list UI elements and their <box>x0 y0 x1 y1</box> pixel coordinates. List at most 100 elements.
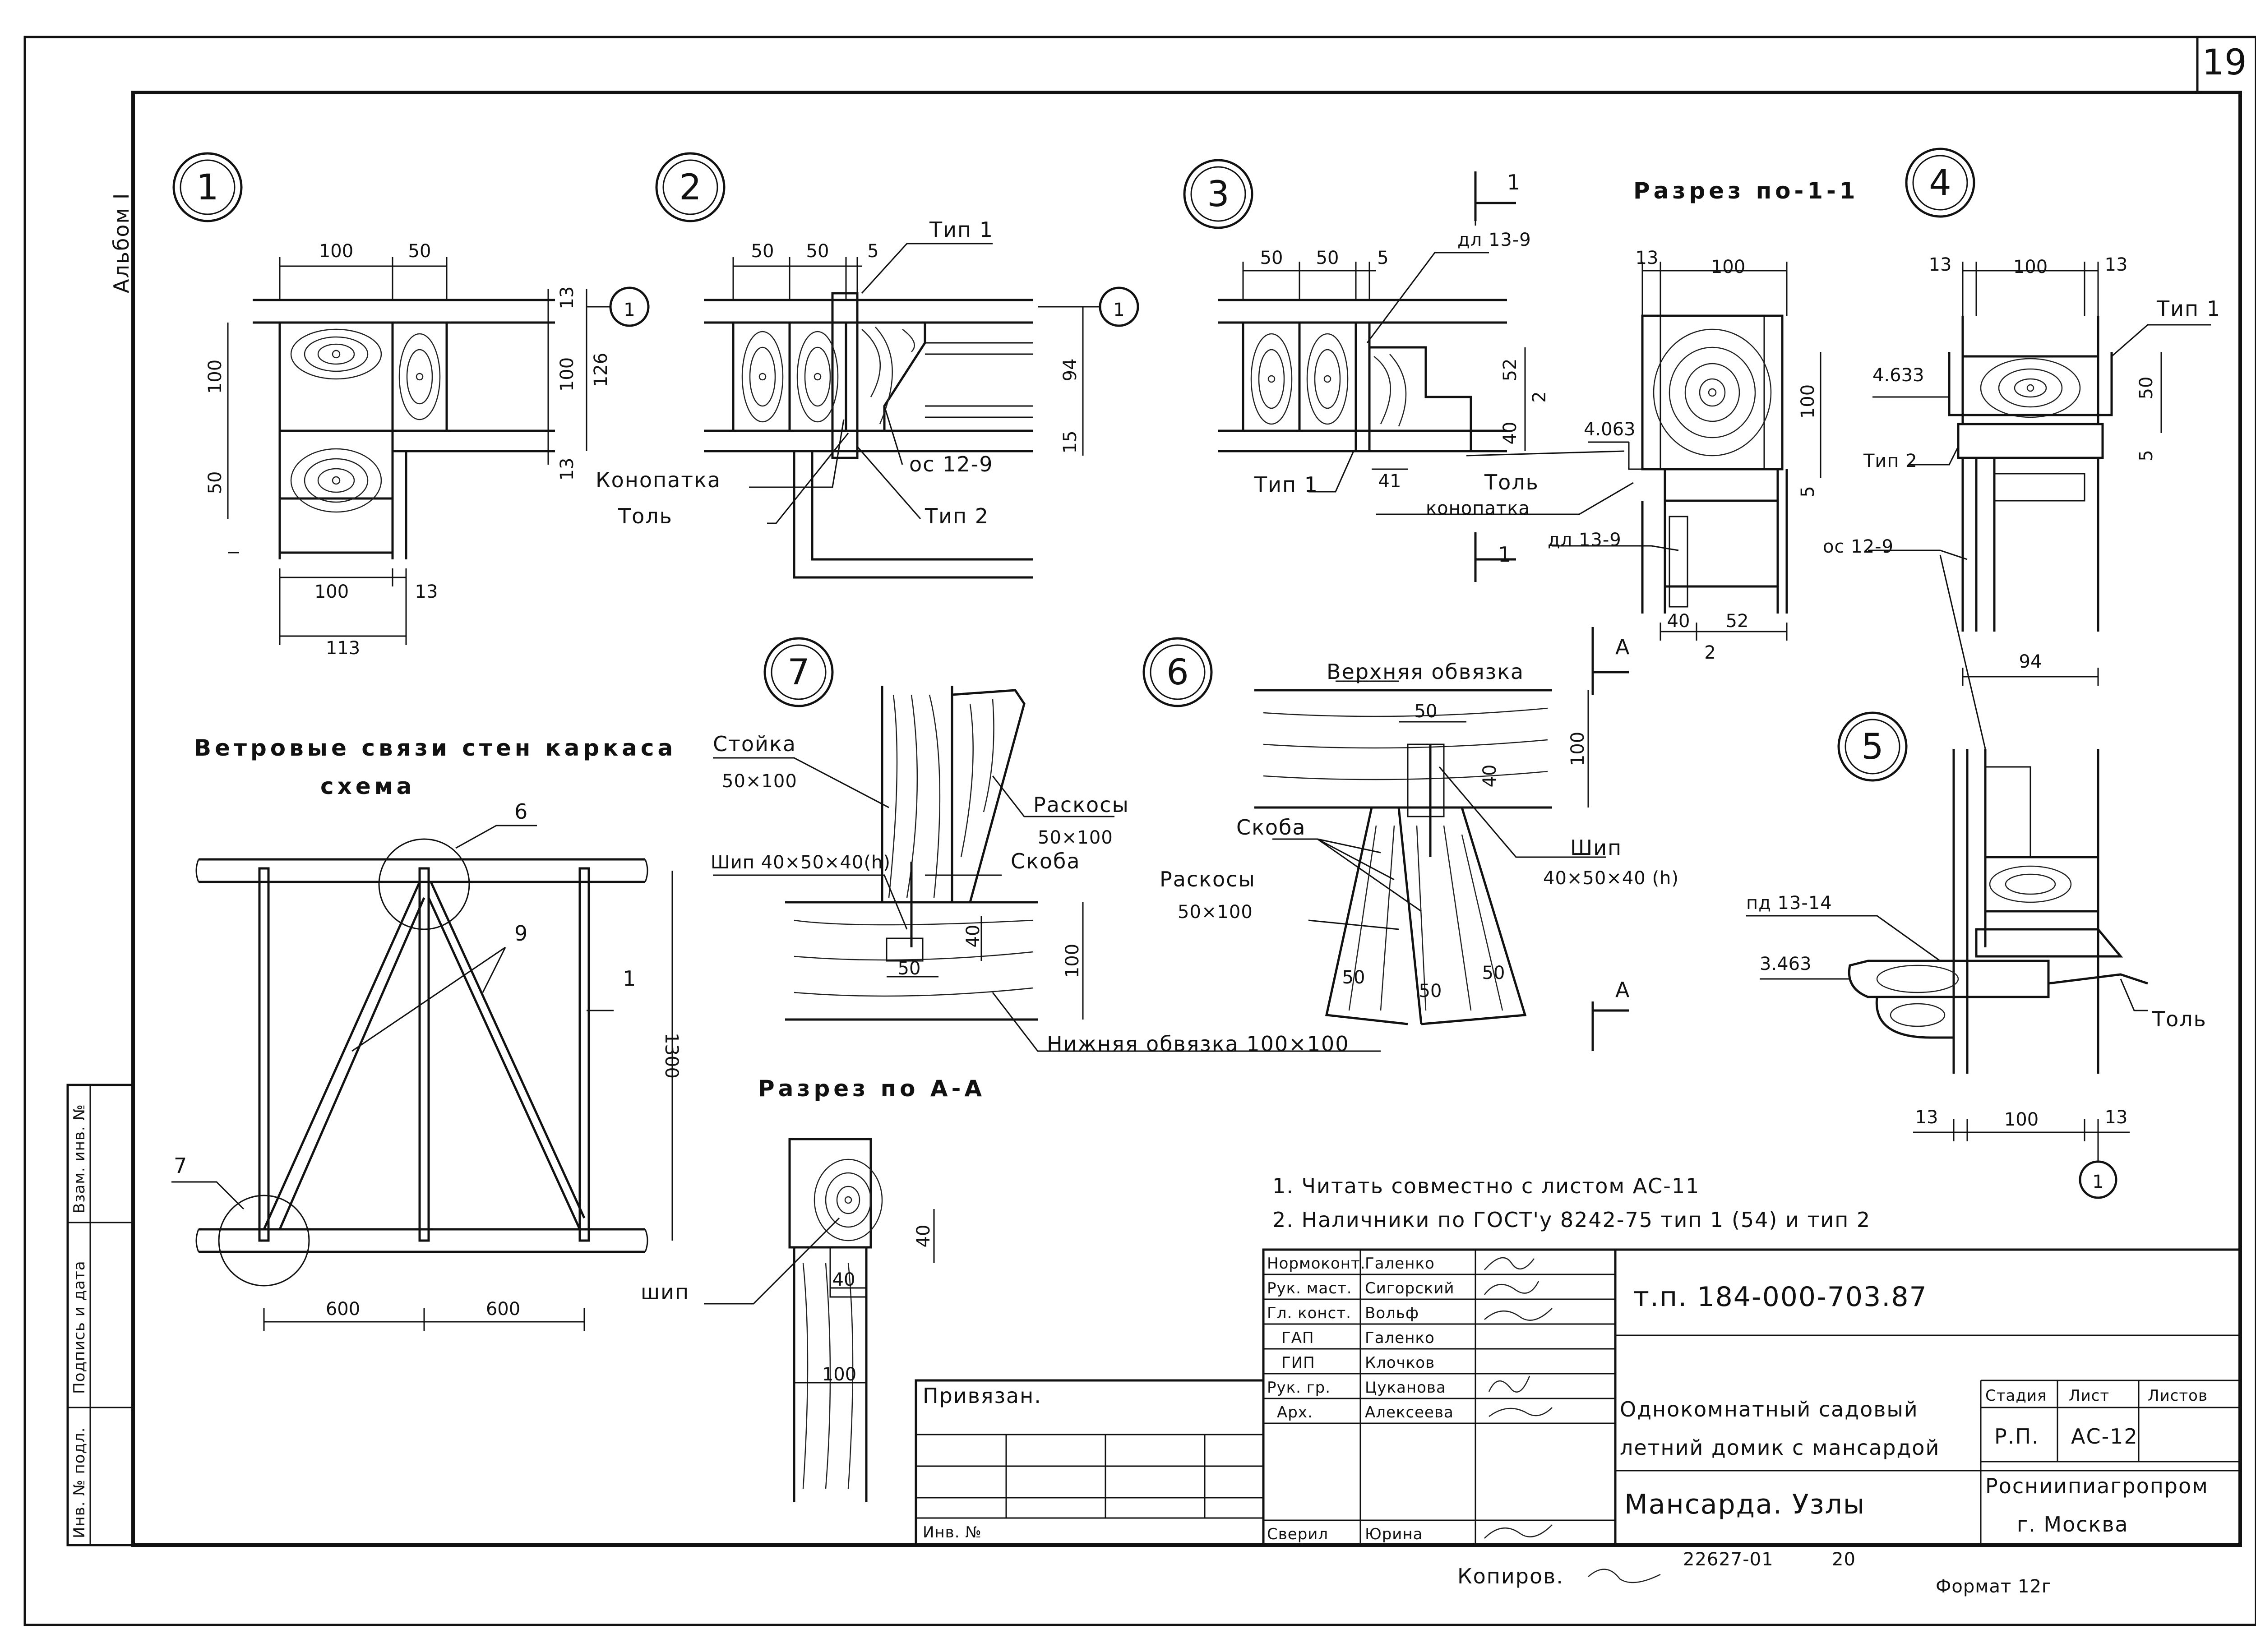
svg-text:Раскосы: Раскосы <box>1160 867 1256 891</box>
svg-text:Цуканова: Цуканова <box>1365 1379 1446 1397</box>
format-label: Формат 12г <box>1936 1576 2052 1597</box>
inv-no: Инв. № <box>923 1523 982 1541</box>
svg-text:Сверил: Сверил <box>1267 1525 1328 1543</box>
footer: Копиров. 22627-01 20 Формат 12г <box>1457 1549 2052 1597</box>
detail-5: 5 3.463 13 100 13 пд 13-14 Толь 1 <box>1746 711 2206 1199</box>
section-a-a-title: Разрез по А-А <box>758 1075 985 1102</box>
detail-1: 1 100 50 13 126 100 13 100 50 <box>172 152 650 659</box>
svg-text:50: 50 <box>1342 967 1365 988</box>
org-name: Росниипиагропром <box>1985 1474 2209 1498</box>
svg-text:50: 50 <box>2136 377 2157 400</box>
svg-text:Тип 1: Тип 1 <box>2156 296 2221 321</box>
detail-7: 7 40 100 50 Стойка 50×100 Раскосы 50×100… <box>711 637 1381 1056</box>
svg-text:5: 5 <box>2136 450 2157 461</box>
svg-text:5: 5 <box>1377 248 1388 268</box>
svg-text:40: 40 <box>913 1225 934 1248</box>
svg-text:ос 12-9: ос 12-9 <box>909 452 993 476</box>
svg-text:Тип 2: Тип 2 <box>1863 451 1918 471</box>
svg-text:Тип 1: Тип 1 <box>929 217 994 242</box>
svg-text:Алексеева: Алексеева <box>1365 1403 1454 1421</box>
svg-text:Сигорский: Сигорский <box>1365 1279 1455 1297</box>
svg-text:Листов: Листов <box>2148 1387 2208 1405</box>
svg-text:A: A <box>1615 635 1630 659</box>
svg-text:100: 100 <box>557 357 578 392</box>
svg-text:конопатка: конопатка <box>1426 498 1530 519</box>
detail-5-number: 5 <box>1861 727 1884 767</box>
svg-text:Подпись и дата: Подпись и дата <box>70 1260 88 1394</box>
svg-text:5: 5 <box>1798 486 1818 497</box>
svg-text:50: 50 <box>1482 963 1505 983</box>
svg-text:Галенко: Галенко <box>1365 1255 1435 1273</box>
svg-text:2: 2 <box>1704 642 1715 663</box>
svg-text:600: 600 <box>326 1299 360 1320</box>
svg-text:40: 40 <box>1667 611 1690 632</box>
svg-text:41: 41 <box>1378 471 1401 492</box>
svg-text:Тип 1: Тип 1 <box>1254 472 1318 497</box>
svg-text:100: 100 <box>314 581 349 602</box>
svg-text:Тип 2: Тип 2 <box>925 504 989 528</box>
svg-text:50: 50 <box>1415 701 1438 722</box>
detail-7-number: 7 <box>787 652 810 693</box>
svg-text:13: 13 <box>2105 1107 2128 1128</box>
sheet-title: Мансарда. Узлы <box>1624 1489 1865 1520</box>
detail-6-number: 6 <box>1166 652 1189 693</box>
svg-text:100: 100 <box>205 360 226 394</box>
svg-text:Скоба: Скоба <box>1236 815 1306 840</box>
svg-text:50: 50 <box>205 471 226 494</box>
svg-text:1: 1 <box>1507 170 1521 194</box>
wind-bracing-scheme: Ветровые связи стен каркаса схема 6 9 1 … <box>171 735 682 1331</box>
svg-text:Раскосы: Раскосы <box>1033 793 1129 817</box>
detail-4: 4 13 100 13 4.633 50 5 94 Тип 1 Тип 2 ос… <box>1823 148 2221 749</box>
copy-number: 22627-01 <box>1683 1549 1774 1570</box>
album-label: Альбом I <box>109 193 134 293</box>
detail-2-number: 2 <box>679 167 702 208</box>
detail-6: 6 Верхняя обвязка 50 100 40 50 50 50 A A… <box>1142 627 1679 1051</box>
svg-text:Р.П.: Р.П. <box>1994 1424 2039 1449</box>
svg-text:1: 1 <box>623 966 637 991</box>
svg-text:1: 1 <box>1498 542 1512 567</box>
svg-text:40: 40 <box>832 1269 855 1290</box>
svg-text:АС-12: АС-12 <box>2071 1424 2138 1449</box>
svg-text:100: 100 <box>2013 257 2048 277</box>
svg-text:50: 50 <box>898 958 921 979</box>
svg-text:Лист: Лист <box>2069 1387 2109 1405</box>
svg-text:1: 1 <box>1113 300 1124 320</box>
svg-text:50: 50 <box>751 241 774 262</box>
privyazan: Привязан. <box>923 1384 1042 1408</box>
detail-4-number: 4 <box>1929 163 1951 203</box>
svg-text:50: 50 <box>1316 248 1339 268</box>
detail-1-number-circle <box>172 152 243 222</box>
svg-text:94: 94 <box>1060 359 1081 382</box>
svg-text:дл 13-9: дл 13-9 <box>1548 530 1622 550</box>
svg-text:Конопатка: Конопатка <box>596 468 721 492</box>
svg-text:дл 13-9: дл 13-9 <box>1457 230 1531 250</box>
svg-text:Вольф: Вольф <box>1365 1304 1419 1322</box>
svg-text:1: 1 <box>2092 1172 2103 1192</box>
svg-text:13: 13 <box>1915 1107 1938 1128</box>
footer-page: 20 <box>1832 1549 1856 1570</box>
inner-frame <box>131 91 2242 1547</box>
svg-text:6: 6 <box>514 799 528 824</box>
svg-text:Рук. гр.: Рук. гр. <box>1267 1379 1331 1397</box>
svg-text:Толь: Толь <box>1484 470 1539 494</box>
detail-3: 3 50 50 5 52 2 40 41 дл 13-9 Тип 1 Толь … <box>1183 159 1634 519</box>
side-stamp: Взам. инв. № Подпись и дата Инв. № подл. <box>66 1084 134 1546</box>
svg-text:50×100: 50×100 <box>722 771 797 792</box>
svg-text:13: 13 <box>1636 248 1659 268</box>
svg-text:Гл. конст.: Гл. конст. <box>1267 1304 1351 1322</box>
kopirov-label: Копиров. <box>1457 1564 1564 1588</box>
svg-text:50×100: 50×100 <box>1178 902 1253 923</box>
project-code: т.п. 184-000-703.87 <box>1633 1281 1928 1313</box>
section-1-1: Разрез по-1-1 1 1 13 100 100 4.063 5 40 … <box>1474 170 1855 663</box>
svg-text:Шип 40×50×40(h): Шип 40×50×40(h) <box>711 852 891 873</box>
title-block: Привязан. Инв. № Нормоконт. Галенко Рук.… <box>915 1248 2242 1546</box>
svg-text:13: 13 <box>557 458 578 481</box>
svg-text:шип: шип <box>641 1280 689 1304</box>
svg-text:7: 7 <box>174 1154 188 1178</box>
detail-2: 2 50 50 5 94 15 1 Тип 1 Конопатка Толь <box>596 152 1139 579</box>
svg-text:Верхняя обвязка: Верхняя обвязка <box>1327 660 1524 684</box>
svg-text:100: 100 <box>822 1364 856 1385</box>
svg-text:Инв. № подл.: Инв. № подл. <box>70 1427 88 1538</box>
svg-text:40×50×40 (h): 40×50×40 (h) <box>1543 868 1679 889</box>
